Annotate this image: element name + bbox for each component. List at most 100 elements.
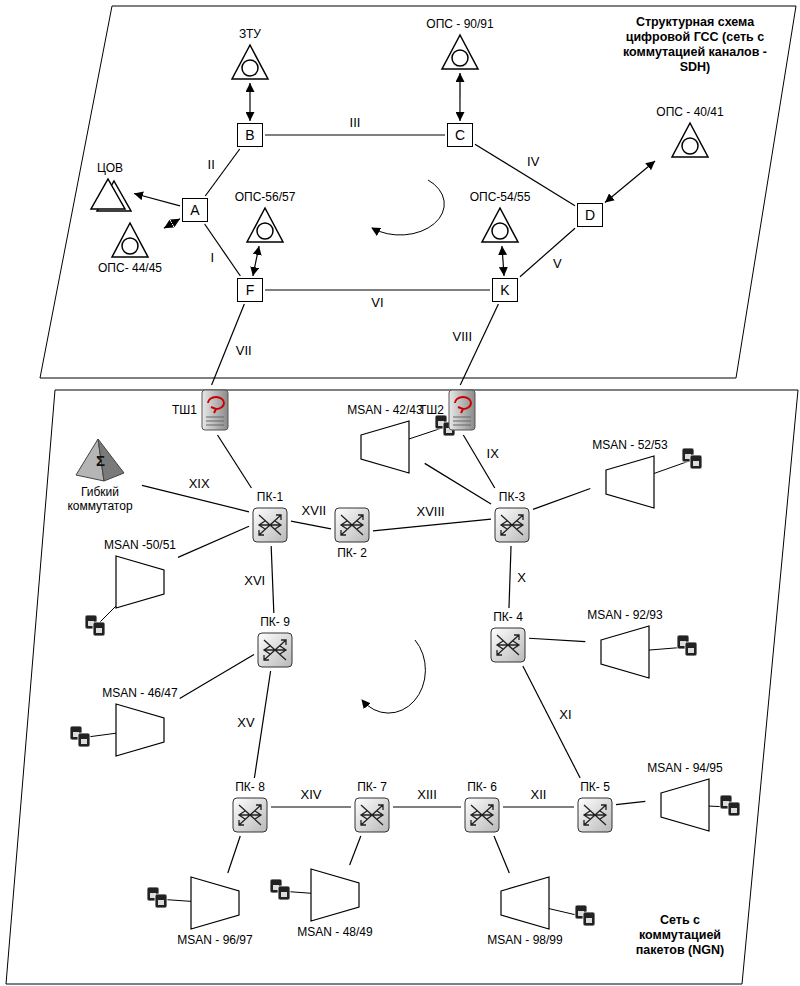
exchange-symbol: ОПС - 40/41 — [656, 105, 723, 159]
sdh-node-box: B — [237, 123, 263, 147]
server-body — [202, 390, 228, 430]
msan-node-icon — [499, 875, 551, 931]
icon-holder — [440, 33, 480, 71]
switch-body — [491, 628, 525, 662]
sigma-sign: Σ — [96, 453, 105, 469]
node-label: ОПС - 90/91 — [426, 17, 493, 31]
packet-switch: ПК-1 — [251, 490, 289, 544]
switch-body — [465, 798, 499, 832]
switch-body — [578, 798, 612, 832]
link-line — [509, 546, 511, 608]
msan-node: MSAN - 96/97 — [177, 875, 252, 947]
icon-holder: Σ — [74, 437, 126, 483]
server-slot — [453, 421, 471, 422]
rotation-arrow — [372, 180, 444, 235]
link-number: II — [206, 157, 217, 172]
msan-node-icon — [114, 702, 166, 758]
link-number: XV — [235, 715, 256, 730]
msan-shape — [361, 421, 409, 473]
link-number: XIII — [415, 787, 439, 802]
server-swirl — [455, 397, 471, 413]
link-number: VIII — [451, 329, 475, 344]
icon-holder — [189, 875, 241, 931]
switch-body — [335, 508, 369, 542]
center-symbol-icon — [88, 177, 132, 213]
node-label: ОПС-54/55 — [470, 190, 531, 204]
center-symbol: ЦОВ — [88, 161, 132, 213]
sdh-node-box: F — [237, 278, 263, 302]
icon-holder — [493, 506, 531, 544]
icon-holder — [576, 796, 614, 834]
icon-holder — [199, 387, 231, 433]
node-label: ЗТУ — [239, 27, 261, 41]
link-line — [503, 806, 574, 807]
icon-holder — [463, 796, 501, 834]
switch-arrows — [501, 515, 523, 535]
node-label: ОПС - 40/41 — [656, 105, 723, 119]
triangle-outline — [112, 223, 148, 257]
link-line — [228, 836, 240, 873]
link-line — [265, 289, 490, 290]
msan-node-icon — [189, 875, 241, 931]
switch-body — [495, 508, 529, 542]
circle-outline — [682, 138, 698, 154]
phone-keys — [96, 628, 102, 633]
packet-switch-icon — [489, 626, 527, 664]
phone-icon — [278, 886, 290, 900]
link-line — [616, 801, 645, 804]
node-label: ПК- 2 — [337, 546, 367, 560]
exchange-symbol-icon — [245, 206, 285, 244]
switch-arrows — [584, 805, 606, 825]
phone-icon — [728, 802, 740, 816]
node-letter: K — [499, 282, 511, 298]
phone-keys — [281, 892, 287, 897]
link-line — [271, 806, 351, 807]
icon-holder — [114, 702, 166, 758]
link-line — [502, 246, 504, 276]
link-line — [425, 463, 491, 504]
plane-shape — [40, 6, 796, 378]
switch-body — [258, 633, 292, 667]
icon-holder — [480, 206, 520, 244]
node-letter: C — [454, 127, 466, 143]
msan-shape — [501, 877, 549, 929]
link-number: IV — [525, 154, 541, 169]
server-slot — [206, 421, 224, 422]
switch-body — [253, 508, 287, 542]
switch-arrows — [341, 515, 363, 535]
packet-switch: ПК- 7 — [353, 780, 391, 834]
packet-switch: ПК- 5 — [576, 780, 614, 834]
link-line — [373, 519, 491, 531]
node-label: ПК- 9 — [260, 615, 290, 629]
node-label: MSAN - 52/53 — [592, 438, 667, 452]
icon-holder — [231, 796, 269, 834]
msan-shape — [116, 556, 164, 608]
phone-keys — [158, 900, 164, 905]
phone-icon — [685, 642, 697, 656]
sdh-node-box: K — [492, 278, 518, 302]
node-letter: D — [584, 207, 596, 223]
msan-node-icon — [114, 554, 166, 610]
exchange-symbol: ОПС- 44/45 — [98, 221, 162, 275]
msan-node-icon — [659, 777, 711, 833]
link-line — [164, 219, 180, 228]
link-number: V — [551, 256, 564, 271]
link-line — [180, 654, 254, 698]
packet-switch-icon — [251, 506, 289, 544]
node-label: ПК-1 — [257, 490, 283, 504]
node-letter: B — [244, 127, 256, 143]
packet-switch-icon — [493, 506, 531, 544]
exchange-symbol-icon — [670, 121, 710, 159]
link-number: XIX — [187, 476, 212, 491]
msan-shape — [606, 456, 654, 508]
switch-arrows — [264, 640, 286, 660]
phone-icon — [690, 455, 702, 469]
phone-keys — [688, 648, 694, 653]
packet-switch: ПК- 9 — [256, 615, 294, 669]
icon-holder — [110, 221, 150, 259]
exchange-symbol: ЗТУ — [230, 27, 270, 81]
node-label: ПК- 8 — [235, 780, 265, 794]
icon-holder — [114, 554, 166, 610]
sdh-node-box: D — [577, 203, 603, 227]
